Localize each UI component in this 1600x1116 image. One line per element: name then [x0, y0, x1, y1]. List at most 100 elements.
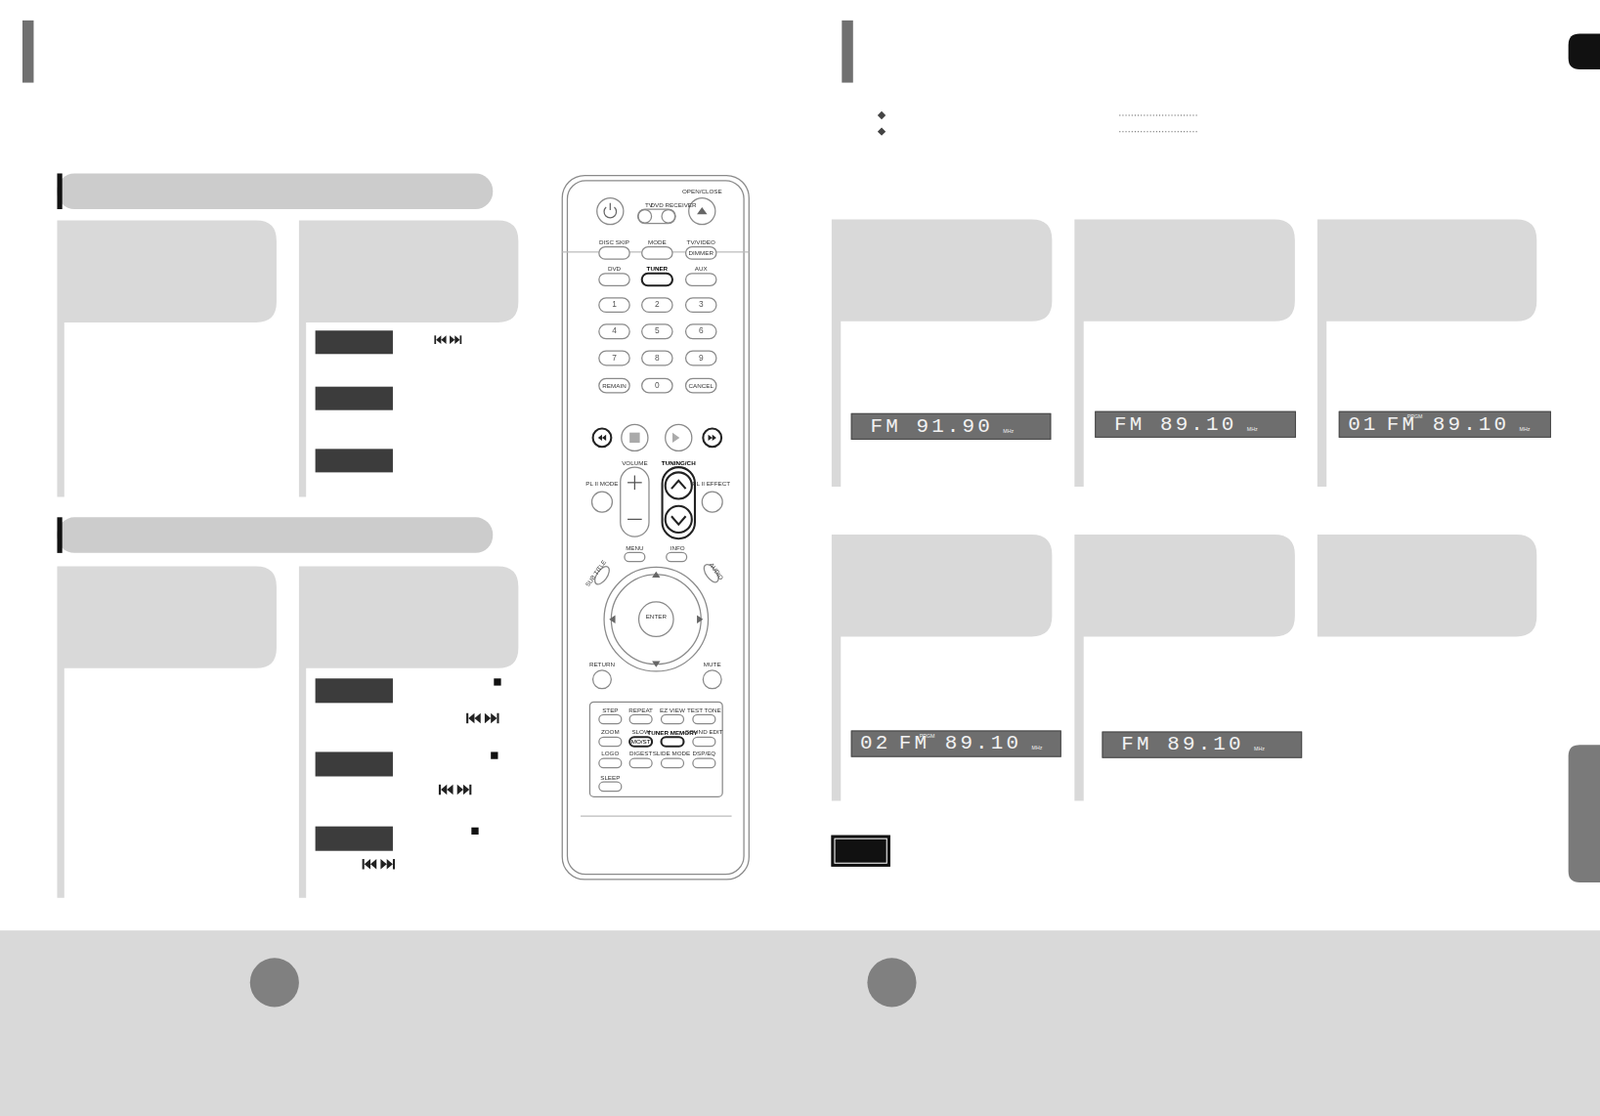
remote-key: [592, 491, 613, 513]
drawing-part: [493, 678, 501, 686]
unit-label: MHz: [1254, 745, 1265, 752]
drawing-part: [315, 448, 393, 473]
remote-key: [661, 736, 685, 746]
button-label: DIMMER: [689, 250, 714, 257]
button-label: SOUND EDIT: [685, 728, 724, 735]
drawing-part: [1317, 534, 1537, 637]
remote-key: [621, 424, 649, 451]
remote-key: [629, 736, 652, 746]
button-label: TUNING/CH: [661, 460, 696, 467]
button-label: REMAIN: [602, 383, 626, 390]
remote-key: [599, 350, 630, 366]
remote-key: [686, 378, 717, 393]
button-label: AUDIO: [708, 562, 726, 582]
drawing-part: [604, 203, 617, 218]
button-label: 4: [611, 327, 617, 336]
button-label: DISC SKIP: [599, 238, 630, 245]
button-label: SLIDE MODE: [652, 749, 692, 756]
remote-key: [642, 378, 673, 393]
button-label: 8: [654, 353, 660, 362]
remote-key: [666, 552, 688, 562]
next-icon: [708, 434, 717, 441]
drawing-part: [620, 467, 649, 537]
drawing-part: [831, 218, 1053, 487]
remote-key: [629, 714, 652, 724]
frequency-readout: FM 89.10: [899, 734, 1022, 755]
section-header: [56, 517, 493, 554]
button-label: REPEAT: [628, 706, 653, 713]
heading-bar: [841, 20, 853, 84]
remote-control: [562, 175, 749, 880]
remote-key: [593, 428, 612, 447]
remote-buttons: [592, 247, 724, 792]
drawing-part: [56, 565, 276, 898]
remote-key: [701, 491, 723, 513]
button-label: MUTE: [703, 661, 722, 668]
button-label: MO/ST: [631, 738, 651, 745]
button-label: PL II EFFECT: [691, 480, 731, 487]
button-label: 6: [698, 327, 704, 336]
lcd-display: 01PRGMFM 89.10MHz: [1339, 411, 1552, 438]
button-label: AUX: [694, 264, 708, 271]
button-label: INFO: [670, 545, 686, 552]
button-label: TEST TONE: [687, 706, 722, 713]
button-label: CANCEL: [689, 383, 714, 390]
remote-key: [686, 247, 717, 260]
button-label: 9: [698, 353, 704, 362]
remote-key: [599, 736, 622, 746]
drawing-part: [1074, 218, 1296, 487]
lcd-display: FM 89.10 MHz: [1102, 732, 1303, 759]
drawing-part: [638, 209, 677, 224]
drawing-part: [315, 678, 393, 703]
dotted-leader: [1119, 114, 1198, 116]
unit-label: MHz: [1247, 425, 1258, 432]
drawing-part: [438, 784, 472, 795]
button-label: 1: [611, 301, 617, 309]
drawing-part: [604, 566, 708, 671]
drawing-part: [696, 207, 707, 215]
remote-key: [624, 552, 646, 562]
button-label: 0: [654, 381, 660, 390]
remote-key: [593, 670, 612, 690]
drawing-part: [490, 751, 498, 759]
section-tab: [1568, 744, 1600, 883]
drawing-part: [566, 180, 744, 875]
section-header-mark: [56, 172, 62, 210]
dotted-leader: [1119, 130, 1198, 132]
button-label: 7: [611, 353, 617, 362]
remote-key: [686, 273, 717, 287]
drawing-part: [315, 330, 393, 354]
frequency-readout: FM 89.10: [1121, 735, 1244, 756]
preset-number: 01: [1347, 414, 1379, 435]
page-tab: [1568, 33, 1600, 70]
drawing-part: [662, 467, 695, 539]
drawing-part: [627, 481, 643, 483]
button-label: DVD: [607, 264, 621, 271]
drawing-part: [362, 859, 395, 869]
stop-icon: [629, 432, 640, 443]
bullet: [877, 111, 886, 136]
drawing-part: [608, 571, 703, 668]
step-panels: [56, 220, 519, 899]
button-icons: [362, 335, 1255, 994]
drawing-part: [56, 220, 276, 498]
remote-key: [702, 428, 722, 447]
frequency-readout: FM 89.10: [1114, 414, 1237, 435]
drawing-part: [831, 534, 1053, 801]
button-label: DVD RECEIVER: [650, 202, 697, 209]
button-label: SUB TITLE: [584, 559, 607, 588]
bullet-circle: [866, 957, 916, 1007]
remote-key: [599, 324, 630, 340]
remote-key: [661, 714, 685, 724]
heading-bar: [22, 20, 34, 84]
button-label: VOLUME: [621, 460, 648, 467]
button-label: 3: [698, 301, 704, 309]
step-panels: [831, 218, 1537, 801]
drawing-part: [639, 602, 674, 637]
remote-key: [599, 273, 630, 287]
bullet-circle: [250, 957, 300, 1007]
remote-key: [599, 781, 622, 791]
remote-key: [642, 298, 673, 313]
remote-key: [642, 324, 673, 340]
